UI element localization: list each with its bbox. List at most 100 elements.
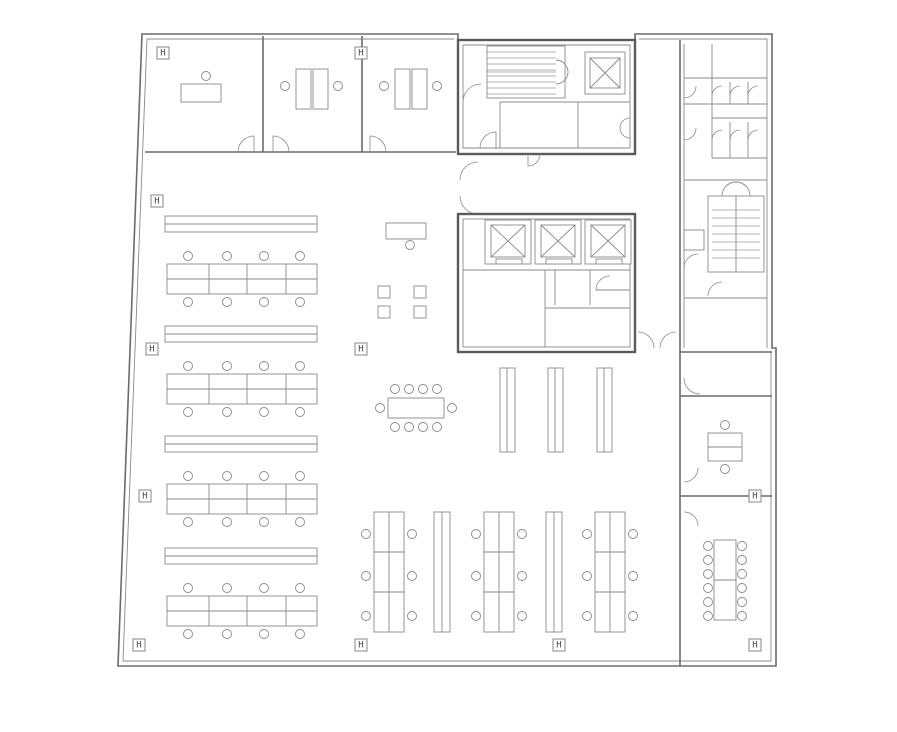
- svg-text:H: H: [149, 345, 154, 355]
- chair: [201, 71, 211, 81]
- chair: [259, 361, 269, 371]
- chair: [582, 529, 592, 539]
- h-marker: H: [138, 489, 152, 503]
- chair: [259, 297, 269, 307]
- chair: [183, 517, 193, 527]
- elevator-shaft: [584, 219, 632, 265]
- stair-treads: [487, 51, 569, 95]
- chair: [222, 251, 232, 261]
- door-swing: [272, 135, 290, 153]
- door-swing: [683, 467, 699, 527]
- chair: [361, 529, 371, 539]
- chair: [280, 81, 290, 91]
- chair: [379, 81, 389, 91]
- svg-text:H: H: [752, 492, 757, 502]
- chair-column-west: [703, 541, 713, 621]
- door-swing: [683, 377, 701, 395]
- desk: [411, 68, 428, 110]
- chair: [183, 251, 193, 261]
- h-marker: H: [132, 638, 146, 652]
- h-marker: H: [354, 46, 368, 60]
- chair: [259, 629, 269, 639]
- h-marker: H: [150, 194, 164, 208]
- chair: [471, 571, 481, 581]
- chair: [407, 571, 417, 581]
- building-shell: [117, 33, 777, 667]
- door-swing: [462, 83, 482, 103]
- h-marker: H: [748, 489, 762, 503]
- chair: [628, 529, 638, 539]
- chair: [628, 611, 638, 621]
- chair: [405, 240, 415, 250]
- door-swing: [619, 117, 631, 139]
- door-swing: [711, 85, 759, 97]
- lounge-chair: [413, 285, 427, 299]
- chair: [582, 571, 592, 581]
- chair: [628, 571, 638, 581]
- svg-text:H: H: [358, 641, 363, 651]
- desk: [394, 68, 411, 110]
- chair: [432, 81, 442, 91]
- chair: [407, 529, 417, 539]
- door-swing: [369, 135, 387, 153]
- chair: [295, 583, 305, 593]
- chair: [295, 297, 305, 307]
- h-marker: H: [354, 342, 368, 356]
- chair: [259, 251, 269, 261]
- chair: [295, 407, 305, 417]
- chair: [183, 297, 193, 307]
- reception-desk: [385, 222, 427, 240]
- door-swing: [683, 85, 697, 141]
- elevator-shaft: [534, 219, 582, 265]
- lounge-chair: [377, 285, 391, 299]
- central-open-area: [375, 222, 613, 453]
- svg-text:H: H: [358, 345, 363, 355]
- chair: [407, 611, 417, 621]
- svg-text:H: H: [752, 641, 757, 651]
- door-swing: [479, 131, 497, 149]
- conference-chairs: [375, 384, 457, 432]
- bench-desk: [361, 511, 417, 633]
- storage-unit: [547, 367, 564, 453]
- chair: [295, 251, 305, 261]
- desk: [295, 68, 312, 110]
- chair-column-east: [737, 541, 747, 621]
- chair: [222, 297, 232, 307]
- chair: [259, 471, 269, 481]
- h-marker: H: [156, 46, 170, 60]
- west-workstation-clusters: [164, 215, 318, 639]
- svg-text:H: H: [136, 641, 141, 651]
- chair: [720, 420, 730, 430]
- chair: [259, 583, 269, 593]
- chair: [183, 407, 193, 417]
- workstation-cluster: [164, 325, 318, 417]
- desk: [180, 83, 222, 103]
- east-meeting-rooms: [679, 352, 772, 666]
- chair: [471, 611, 481, 621]
- workstation-cluster: [164, 547, 318, 639]
- chair: [720, 464, 730, 474]
- svg-text:H: H: [358, 49, 363, 59]
- door-swing: [527, 153, 541, 167]
- svg-text:H: H: [160, 49, 165, 59]
- svg-text:H: H: [556, 641, 561, 651]
- chair: [222, 471, 232, 481]
- chair: [183, 471, 193, 481]
- chair: [222, 517, 232, 527]
- door-swing: [711, 129, 759, 141]
- chair: [183, 583, 193, 593]
- elevator-shaft: [584, 51, 626, 95]
- storage-unit: [596, 367, 613, 453]
- lounge-chair: [413, 305, 427, 319]
- chair: [517, 571, 527, 581]
- core-south: [456, 212, 637, 354]
- chair: [361, 571, 371, 581]
- east-core: [679, 40, 772, 353]
- h-marker: H: [145, 342, 159, 356]
- chair: [222, 361, 232, 371]
- h-marker: H: [354, 638, 368, 652]
- chair: [361, 611, 371, 621]
- chair: [259, 407, 269, 417]
- chair: [295, 517, 305, 527]
